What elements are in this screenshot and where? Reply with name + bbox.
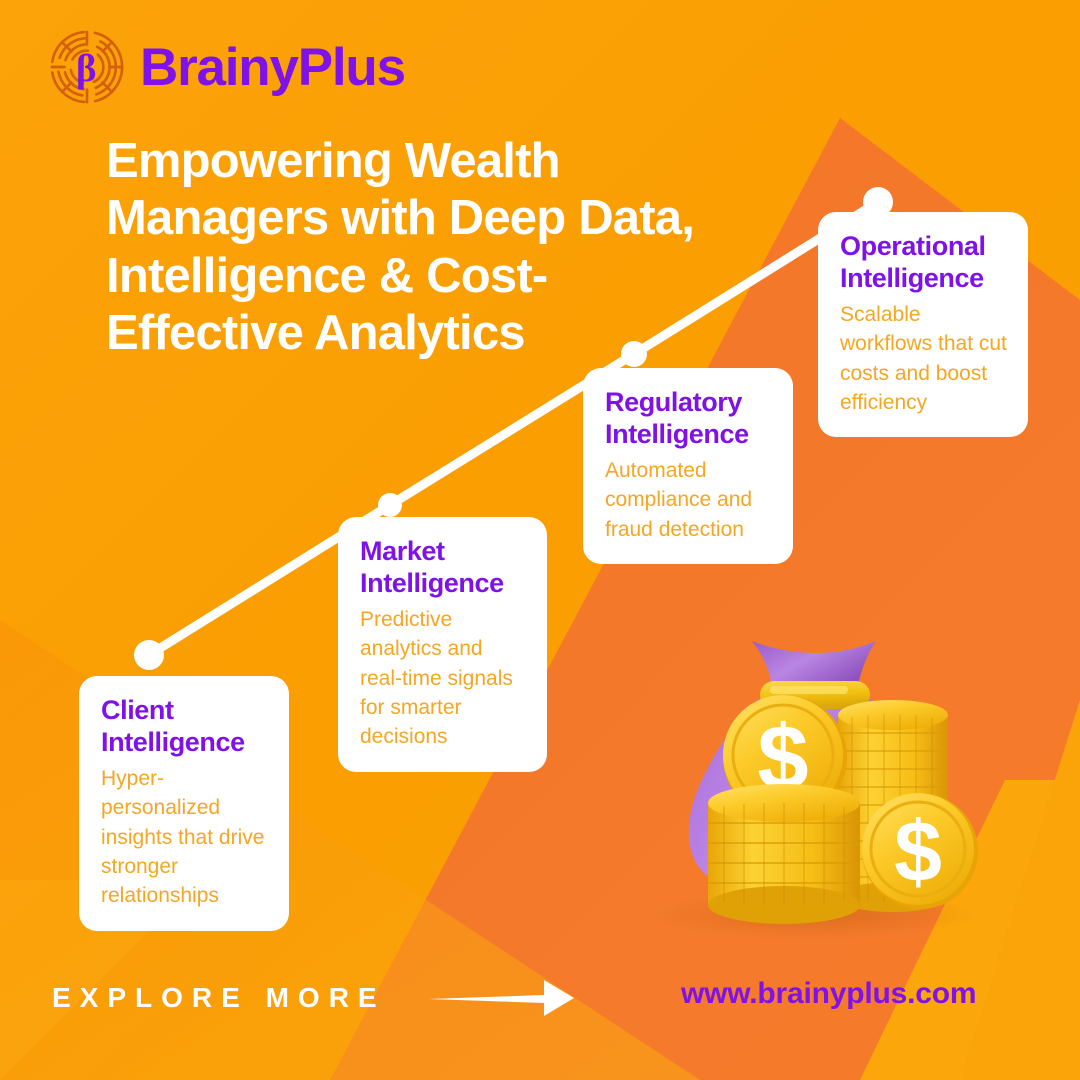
page-title: Empowering Wealth Managers with Deep Dat… [106, 134, 695, 360]
card-title: Client Intelligence [101, 695, 245, 758]
explore-more-cta[interactable]: EXPLORE MORE [52, 976, 576, 1020]
coin-leaning-dollar: $ [862, 793, 978, 909]
card-body: Scalable workflows that cut costs and bo… [840, 302, 1007, 414]
card-body: Hyper-personalized insights that drive s… [101, 766, 265, 908]
card-body: Predictive analytics and real-time signa… [360, 607, 513, 749]
website-url[interactable]: www.brainyplus.com [681, 977, 977, 1010]
money-bag-neck [752, 641, 876, 685]
right-arrow-icon [427, 980, 574, 1016]
dollar-symbol: $ [894, 804, 942, 900]
coin-stack-front [708, 784, 860, 924]
explore-more-label: EXPLORE MORE [52, 982, 386, 1013]
card-title: Regulatory Intelligence [605, 387, 749, 450]
beta-glyph: β [76, 47, 97, 90]
circular-maze-beta-icon: β [50, 30, 124, 104]
card-title: Market Intelligence [360, 536, 504, 599]
card-operational-intelligence[interactable]: Operational Intelligence Scalable workfl… [818, 212, 1028, 438]
brand-logo[interactable]: β BrainyPlus [48, 28, 406, 106]
brand-name: BrainyPlus [140, 37, 406, 97]
money-bag-with-coin-stacks-illustration: $ [655, 641, 978, 939]
card-market-intelligence[interactable]: Market Intelligence Predictive analytics… [338, 517, 547, 772]
card-regulatory-intelligence[interactable]: Regulatory Intelligence Automated compli… [583, 368, 793, 564]
card-body: Automated compliance and fraud detection [605, 458, 753, 541]
card-client-intelligence[interactable]: Client Intelligence Hyper-personalized i… [79, 676, 289, 931]
card-title: Operational Intelligence [840, 231, 986, 294]
